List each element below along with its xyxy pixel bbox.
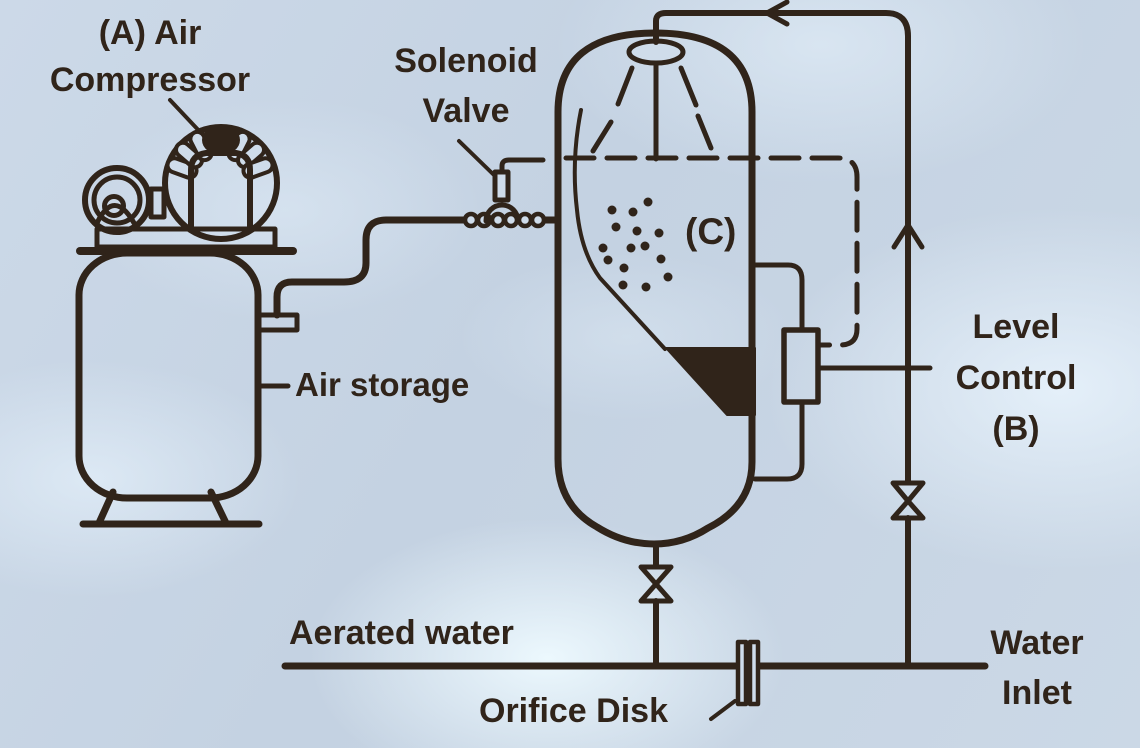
orifice-disk-symbol	[735, 639, 749, 707]
flow-arrow-left	[764, 0, 790, 27]
water-level-dashed-line	[563, 155, 860, 348]
solenoid-valve-icon	[457, 139, 547, 229]
solenoid-body	[492, 169, 511, 203]
solenoid-vent-pipe	[499, 157, 546, 175]
drain-line	[638, 542, 674, 669]
air-compressor-icon	[76, 98, 297, 255]
flywheel-hub	[202, 125, 240, 155]
label-aerated-water: Aerated water	[289, 614, 514, 652]
label-level-control: Level Control (B)	[955, 308, 1077, 448]
flow-arrow-up	[891, 222, 925, 250]
label-air-storage: Air storage	[295, 366, 470, 403]
air-storage-tank-icon	[75, 249, 300, 528]
level-control-box	[781, 327, 821, 405]
label-solenoid-valve: Solenoid Valve	[394, 42, 538, 130]
orifice-leader-line	[709, 699, 737, 721]
inner-wall-curve	[572, 108, 667, 351]
valve-dome	[483, 202, 521, 224]
level-control-icon	[751, 262, 933, 482]
sediment-funnel	[665, 347, 756, 416]
water-inlet-pipe	[653, 0, 926, 669]
spray-lines	[590, 65, 714, 154]
drain-valve-symbol	[638, 564, 674, 604]
label-water-inlet: Water Inlet	[990, 624, 1084, 712]
label-air-compressor: (A) Air Compressor	[49, 14, 251, 99]
label-vessel-c: (C)	[685, 211, 737, 252]
level-control-bottom-tap	[752, 399, 805, 482]
air-bubbles	[598, 197, 673, 292]
air-supply-pipe	[273, 216, 560, 319]
inlet-valve-symbol	[890, 480, 926, 521]
level-control-top-tap	[751, 262, 805, 333]
solenoid-leader-line	[457, 139, 497, 178]
bottom-pipe	[281, 639, 989, 721]
solenoid-coil-beads	[462, 211, 547, 229]
orifice-disk-symbol	[747, 639, 761, 707]
label-orifice-disk: Orifice Disk	[479, 692, 668, 730]
pressure-vessel-icon	[554, 29, 860, 548]
